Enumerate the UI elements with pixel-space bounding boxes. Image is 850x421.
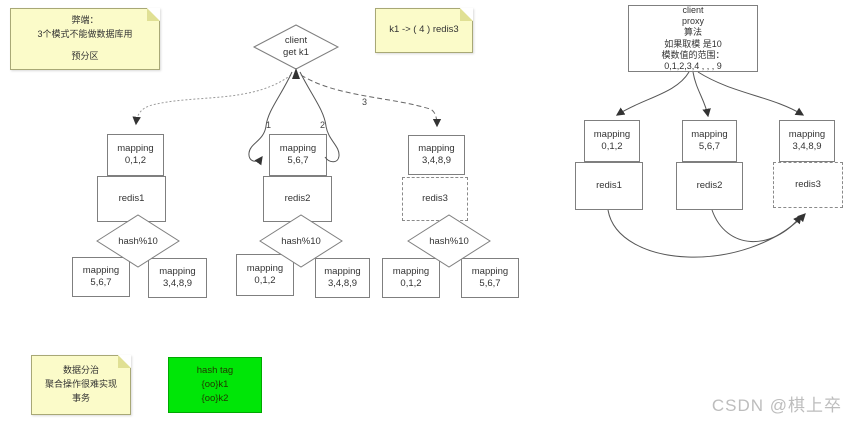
mapping-box: mapping 0,1,2 (584, 120, 640, 162)
note-line: 数据分治 (62, 365, 99, 376)
mapping-label: mapping (788, 128, 826, 140)
mapping-label: mapping (117, 142, 154, 154)
redis2-box: redis2 (263, 176, 332, 222)
mapping-value: 5,6,7 (698, 141, 721, 152)
mapping-value: 3,4,8,9 (162, 278, 193, 289)
redis1-box: redis1 (97, 176, 166, 222)
hash-tag-line: {oo}k2 (201, 393, 229, 405)
redis-label: redis2 (284, 192, 311, 204)
mapping-value: 5,6,7 (287, 155, 309, 166)
sticky-note-partition: 数据分治 聚合操作很难实现 事务 (31, 355, 131, 415)
mapping-label: mapping (691, 128, 728, 140)
mapping-box: mapping 0,1,2 (236, 254, 294, 296)
mapping-label: mapping (246, 262, 284, 274)
redis-label: redis3 (422, 192, 448, 204)
proxy-algorithm-box: client proxy 算法 如果取模 是10 模数值的范围： 0,1,2,3… (628, 5, 758, 72)
mapping-value: 0,1,2 (601, 141, 623, 152)
mapping-box: mapping 3,4,8,9 (148, 258, 207, 298)
mapping-label: mapping (324, 265, 361, 277)
proxy-line: client (682, 4, 704, 15)
redis-label: redis3 (795, 178, 821, 190)
mapping-box: mapping 3,4,8,9 (779, 120, 835, 162)
proxy-line: 算法 (683, 27, 702, 38)
mapping-label: mapping (392, 265, 430, 277)
redis-label: redis1 (596, 179, 622, 191)
mapping-box: mapping 3,4,8,9 (408, 135, 465, 175)
mapping-box: mapping 5,6,7 (682, 120, 737, 162)
sticky-note-k1-lookup: k1 -> ( 4 ) redis3 (375, 8, 473, 53)
mapping-box: mapping 0,1,2 (382, 258, 440, 298)
proxy-line: proxy (681, 16, 704, 26)
redis2-box: redis2 (676, 162, 743, 210)
mapping-value: 3,4,8,9 (792, 141, 822, 152)
redis3-box: redis3 (773, 162, 843, 208)
redis3-box: redis3 (402, 177, 468, 221)
hash-tag-line: {oo}k1 (201, 378, 229, 390)
mapping-value: 0,1,2 (124, 155, 147, 166)
note-line: 预分区 (71, 51, 99, 62)
note-line: 事务 (71, 392, 90, 403)
proxy-line: 0,1,2,3,4 , , , 9 (664, 61, 722, 71)
hash-tag-box: hash tag {oo}k1 {oo}k2 (168, 357, 262, 413)
mapping-value: 0,1,2 (254, 275, 276, 286)
mapping-label: mapping (593, 128, 631, 140)
mapping-box: mapping 5,6,7 (72, 257, 130, 297)
note-line: 弊端： (71, 14, 99, 25)
proxy-line: 如果取模 是10 (664, 38, 722, 49)
mapping-value: 3,4,8,9 (421, 155, 452, 166)
mapping-label: mapping (159, 265, 196, 277)
mapping-box: mapping 3,4,8,9 (315, 258, 370, 298)
mapping-label: mapping (82, 264, 120, 276)
proxy-line: 模数值的范围： (661, 49, 725, 60)
mapping-value: 3,4,8,9 (327, 278, 358, 289)
mapping-value: 5,6,7 (90, 277, 112, 288)
redis-label: redis1 (118, 192, 145, 204)
hash-tag-line: hash tag (196, 364, 234, 376)
note-line: 聚合操作很难实现 (44, 379, 117, 390)
note-line: 3个模式不能做数据库用 (37, 28, 133, 39)
mapping-box: mapping 5,6,7 (461, 258, 519, 298)
mapping-value: 5,6,7 (479, 278, 501, 289)
note-line: k1 -> ( 4 ) redis3 (389, 24, 459, 36)
sticky-note-drawback: 弊端： 3个模式不能做数据库用 预分区 (10, 8, 160, 70)
mapping-box: mapping 0,1,2 (107, 134, 164, 176)
mapping-label: mapping (471, 265, 509, 277)
mapping-box: mapping 5,6,7 (269, 134, 327, 176)
mapping-label: mapping (279, 142, 317, 154)
mapping-value: 0,1,2 (400, 278, 422, 289)
redis1-box: redis1 (575, 162, 643, 210)
mapping-label: mapping (418, 142, 455, 154)
redis-label: redis2 (696, 179, 723, 191)
